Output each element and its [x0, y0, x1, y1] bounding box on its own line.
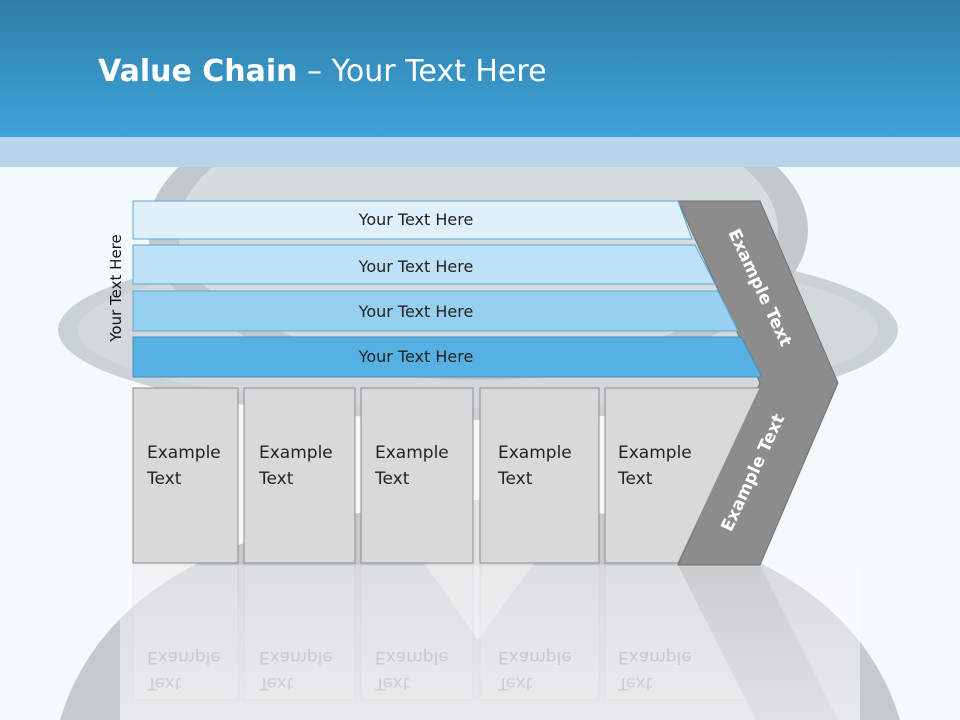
bar-1-label: Your Text Here [358, 210, 474, 229]
column-1-line1: Example [147, 443, 221, 463]
header-band [0, 0, 960, 137]
column-group: Example Text Example Text Example Text E… [132, 387, 761, 564]
column-5 [604, 387, 761, 564]
column-4-line1: Example [498, 443, 572, 463]
slide-title: Value Chain – Your Text Here [98, 54, 547, 89]
header-strip [0, 137, 960, 167]
reflection-fade [120, 565, 860, 720]
column-4 [479, 387, 600, 564]
title-bold: Value Chain [98, 54, 298, 89]
column-2-line2: Text [258, 469, 294, 489]
bar-1 [132, 200, 693, 240]
bar-2 [132, 244, 716, 285]
title-rest: – Your Text Here [297, 54, 547, 89]
column-1 [132, 387, 239, 564]
bar-2-label: Your Text Here [358, 257, 474, 276]
column-3-line2: Text [374, 469, 410, 489]
chevron-arrow [677, 200, 839, 566]
column-2 [243, 387, 356, 564]
column-1-line2: Text [146, 469, 182, 489]
bar-group: Your Text Here Your Text Here Your Text … [132, 200, 763, 378]
column-5-line2: Text [617, 469, 653, 489]
bar-4-label: Your Text Here [358, 347, 474, 366]
bar-3-label: Your Text Here [358, 302, 474, 321]
bar-3 [132, 290, 739, 332]
bar-4 [132, 336, 763, 378]
column-3 [360, 387, 474, 564]
column-4-line2: Text [497, 469, 533, 489]
column-5-line1: Example [618, 443, 692, 463]
column-2-line1: Example [259, 443, 333, 463]
column-3-line1: Example [375, 443, 449, 463]
